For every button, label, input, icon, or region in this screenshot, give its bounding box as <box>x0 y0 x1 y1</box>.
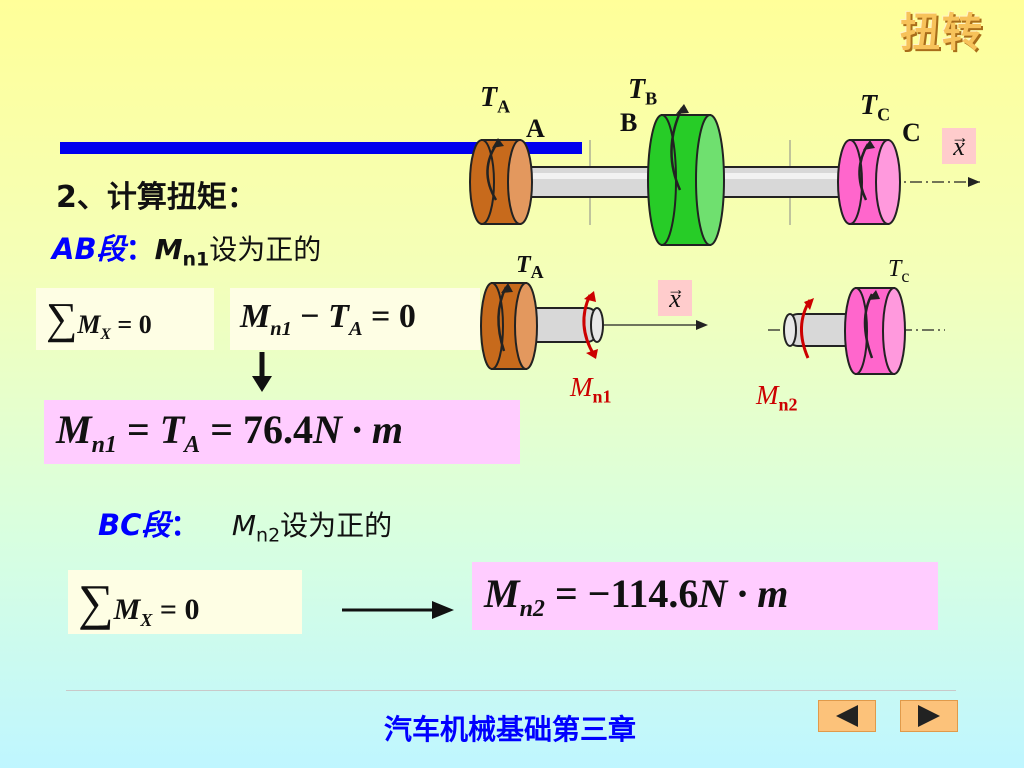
ab-segment-label: AB段 <box>52 232 126 266</box>
prev-arrow-icon <box>836 705 858 727</box>
shaft-diagram <box>469 104 980 246</box>
free-body-bc <box>768 287 945 375</box>
torque-arc-icon <box>670 107 684 191</box>
down-arrow-icon <box>252 352 272 392</box>
bc-result-equation: Mn2 = −114.6N · m <box>472 562 938 630</box>
x-axis-arrowhead <box>968 177 980 187</box>
ab-sum-equation: ∑MX = 0 <box>36 288 214 350</box>
ab-moment-var: Mn1 <box>154 233 210 271</box>
label-point-b: B <box>620 108 638 137</box>
ab-segment-line: AB段：Mn1设为正的 <box>52 226 321 271</box>
ab-result-equation: Mn1 = TA = 76.4N · m <box>44 400 520 464</box>
section-heading: 2、计算扭矩： <box>56 180 257 215</box>
label-moment-n2: Mn2 <box>756 380 798 415</box>
bc-segment-label: BC段 <box>98 508 171 542</box>
label-torque-c-right: Tc <box>888 256 910 286</box>
footer-divider <box>66 690 956 691</box>
title-divider-bar <box>60 142 582 154</box>
next-slide-button[interactable] <box>900 700 958 732</box>
label-point-c: C <box>902 118 921 147</box>
label-torque-b: TB <box>628 74 658 109</box>
bc-sum-equation: ∑MX = 0 <box>68 570 302 634</box>
disk-a <box>469 139 533 225</box>
torque-arc-icon <box>582 294 596 356</box>
footer-title: 汽车机械基础第三章 <box>384 713 637 746</box>
bc-segment-line: BC段： Mn2设为正的 <box>98 502 392 547</box>
label-point-a: A <box>526 114 545 143</box>
disk-b <box>647 114 725 246</box>
ab-colon: ： <box>125 232 155 266</box>
bc-moment-var: Mn2 <box>231 509 281 547</box>
right-arrow-icon <box>342 601 454 619</box>
bc-colon: ： <box>170 508 200 542</box>
label-torque-c: TC <box>860 90 891 125</box>
next-arrow-icon <box>918 705 940 727</box>
label-torque-a-left: TA <box>516 252 544 282</box>
axis-x-label-free: →x <box>658 279 692 316</box>
slide-title: 扭转 <box>900 10 984 56</box>
ab-positive-note: 设为正的 <box>209 233 322 266</box>
free-body-ab <box>480 282 708 370</box>
ab-balance-equation: Mn1 − TA = 0 <box>230 288 480 350</box>
prev-slide-button[interactable] <box>818 700 876 732</box>
disk-c <box>837 139 901 225</box>
label-torque-a: TA <box>480 82 511 117</box>
bc-positive-note: 设为正的 <box>280 509 393 542</box>
axis-x-label-top: →x <box>942 127 976 164</box>
label-moment-n1: Mn1 <box>570 372 612 407</box>
shaft-segment-ab <box>514 166 666 198</box>
